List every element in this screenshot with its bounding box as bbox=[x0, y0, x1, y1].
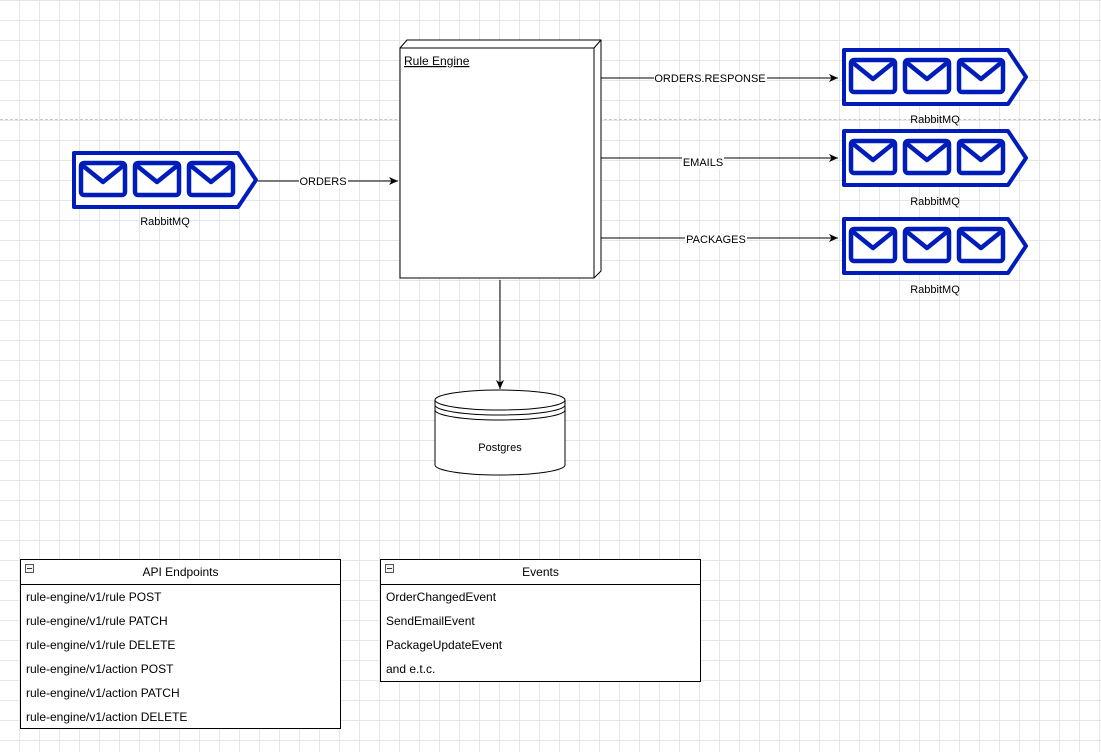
queue-label: RabbitMQ bbox=[910, 284, 960, 296]
database-postgres[interactable]: Postgres bbox=[434, 389, 566, 476]
api-endpoints-list: rule-engine/v1/rule POST rule-engine/v1/r… bbox=[21, 585, 340, 729]
queue-orders-response[interactable]: RabbitMQ bbox=[844, 50, 1026, 126]
database-cylinder-icon bbox=[434, 389, 566, 476]
list-item: rule-engine/v1/rule DELETE bbox=[26, 638, 176, 652]
edge-label-emails: EMAILS bbox=[683, 157, 723, 169]
queue-label: RabbitMQ bbox=[140, 216, 190, 228]
list-item: rule-engine/v1/rule PATCH bbox=[26, 614, 168, 628]
events-header: Events bbox=[381, 560, 700, 585]
edge-orders-response: ORDERS.RESPONSE bbox=[601, 72, 838, 85]
collapse-icon[interactable] bbox=[25, 564, 34, 573]
queue-input[interactable]: RabbitMQ bbox=[74, 153, 256, 228]
edge-label-orders: ORDERS bbox=[299, 176, 346, 188]
rule-engine-title: Rule Engine bbox=[404, 54, 470, 68]
list-item: and e.t.c. bbox=[386, 662, 436, 676]
collapse-icon[interactable] bbox=[385, 564, 394, 573]
list-item: rule-engine/v1/action POST bbox=[26, 662, 174, 676]
list-item: OrderChangedEvent bbox=[386, 590, 497, 604]
edge-emails: EMAILS bbox=[601, 154, 838, 169]
queue-label: RabbitMQ bbox=[910, 114, 960, 126]
queue-emails[interactable]: RabbitMQ bbox=[844, 131, 1026, 208]
message-queue-icon bbox=[844, 219, 1026, 273]
edge-label-packages: PACKAGES bbox=[686, 234, 746, 246]
rule-engine-node[interactable]: Rule Engine bbox=[399, 39, 602, 279]
database-label: Postgres bbox=[478, 442, 522, 454]
events-title: Events bbox=[522, 565, 559, 579]
list-item: PackageUpdateEvent bbox=[386, 638, 503, 652]
queue-label: RabbitMQ bbox=[910, 196, 960, 208]
message-queue-icon bbox=[844, 50, 1026, 104]
list-item: rule-engine/v1/action DELETE bbox=[26, 710, 188, 724]
edge-label-orders-response: ORDERS.RESPONSE bbox=[654, 73, 765, 85]
list-item: rule-engine/v1/action PATCH bbox=[26, 686, 180, 700]
edge-orders: ORDERS bbox=[258, 175, 398, 188]
message-queue-icon bbox=[844, 131, 1026, 185]
message-queue-icon bbox=[74, 153, 256, 207]
edge-packages: PACKAGES bbox=[601, 233, 838, 246]
list-item: SendEmailEvent bbox=[386, 614, 475, 628]
list-item: rule-engine/v1/rule POST bbox=[26, 590, 162, 604]
api-endpoints-header: API Endpoints bbox=[21, 560, 340, 585]
queue-packages[interactable]: RabbitMQ bbox=[844, 219, 1026, 296]
api-endpoints-title: API Endpoints bbox=[142, 565, 219, 579]
